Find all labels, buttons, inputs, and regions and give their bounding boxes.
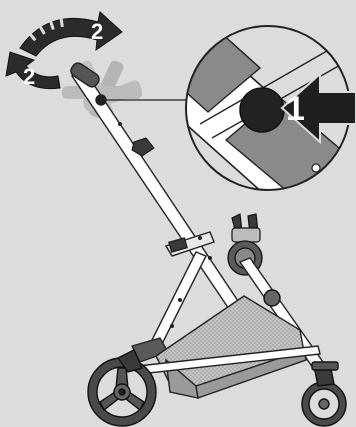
seat-adapter <box>232 214 260 242</box>
front-wheel <box>88 350 156 426</box>
release-button <box>240 88 284 132</box>
step-2-label-left: 2 <box>23 64 35 89</box>
step-2-label-right: 2 <box>91 19 103 44</box>
step-1-label: 1 <box>286 90 305 128</box>
rear-wheel <box>302 362 346 426</box>
